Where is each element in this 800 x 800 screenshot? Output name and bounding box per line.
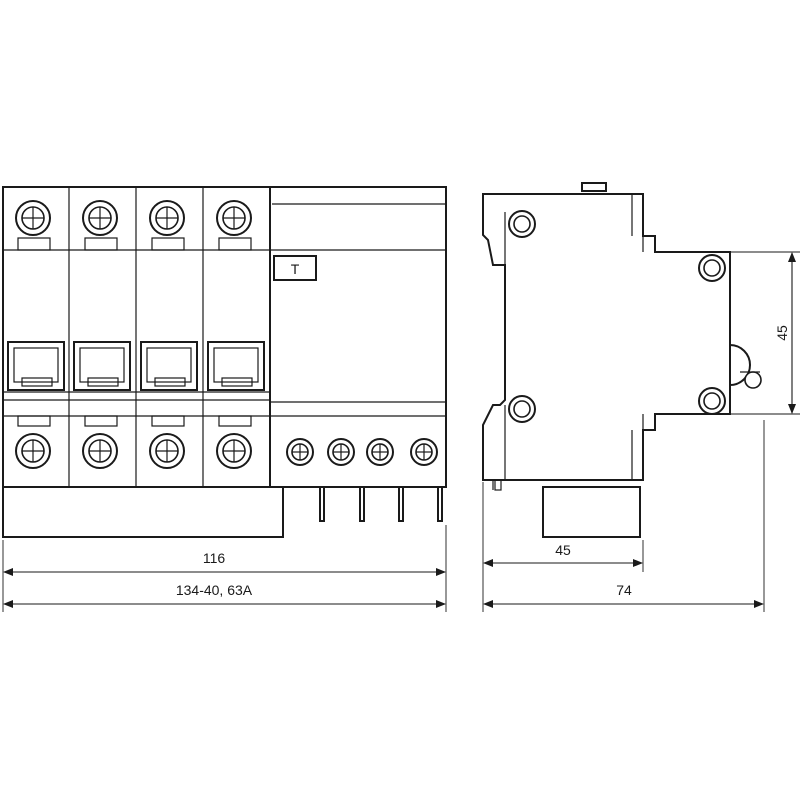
- screw-icon: [410, 438, 438, 466]
- terminal-tab: [151, 237, 185, 251]
- handle: [73, 341, 131, 391]
- screw-icon: [82, 433, 118, 469]
- screw-icon: [149, 433, 185, 469]
- screw-icon: [149, 200, 185, 236]
- screw-icon: [216, 200, 252, 236]
- handle-slot: [87, 377, 119, 387]
- screw-icon: [15, 433, 51, 469]
- top-nub: [581, 182, 607, 192]
- screw-icon: [15, 200, 51, 236]
- terminal-tab: [218, 237, 252, 251]
- terminal-tab: [17, 415, 51, 427]
- side-dimensions: 45 45 74: [482, 251, 800, 612]
- handle-slot: [154, 377, 186, 387]
- front-dimensions: 116 134-40, 63A: [2, 525, 447, 612]
- pin: [398, 486, 404, 522]
- handle-inner: [79, 347, 125, 383]
- pin: [437, 486, 443, 522]
- depth-dimension-label: 45: [555, 542, 571, 558]
- screw-icon: [366, 438, 394, 466]
- width-dimension-label: 116: [203, 550, 226, 566]
- handle-inner: [146, 347, 192, 383]
- screw-head-icon: [698, 387, 726, 415]
- handle: [140, 341, 198, 391]
- clip-tab: [494, 479, 502, 491]
- pin: [359, 486, 365, 522]
- screw-head-icon: [508, 210, 536, 238]
- bottom-terminal-screws: [15, 415, 252, 469]
- terminal-tab: [84, 415, 118, 427]
- handle: [7, 341, 65, 391]
- rcd-terminal-screws: [286, 438, 438, 466]
- test-button-label: T: [291, 261, 300, 277]
- handle-slot: [21, 377, 53, 387]
- terminal-tab: [84, 237, 118, 251]
- rcd-pins: [319, 486, 443, 522]
- overall-dimension-label: 134-40, 63A: [176, 582, 253, 598]
- handle: [207, 341, 265, 391]
- screw-icon: [82, 200, 118, 236]
- screw-head-icon: [508, 395, 536, 423]
- side-view: [482, 182, 762, 538]
- handle-inner: [13, 347, 59, 383]
- screw-icon: [327, 438, 355, 466]
- top-terminal-screws: [15, 200, 252, 251]
- front-view: T: [2, 186, 447, 538]
- side-bottom-box: [542, 486, 641, 538]
- overall-depth-dimension-label: 74: [616, 582, 632, 598]
- screw-head-icon: [698, 254, 726, 282]
- operating-handles: [7, 341, 265, 391]
- side-profile: [482, 193, 731, 481]
- terminal-tab: [218, 415, 252, 427]
- screw-icon: [216, 433, 252, 469]
- test-button: [273, 255, 317, 281]
- pin: [319, 486, 325, 522]
- knob-icon: [729, 343, 762, 389]
- terminal-tab: [151, 415, 185, 427]
- terminal-tab: [17, 237, 51, 251]
- height-dimension-label: 45: [774, 325, 790, 341]
- screw-icon: [286, 438, 314, 466]
- bottom-rail-section: [2, 486, 284, 538]
- handle-slot: [221, 377, 253, 387]
- handle-inner: [213, 347, 259, 383]
